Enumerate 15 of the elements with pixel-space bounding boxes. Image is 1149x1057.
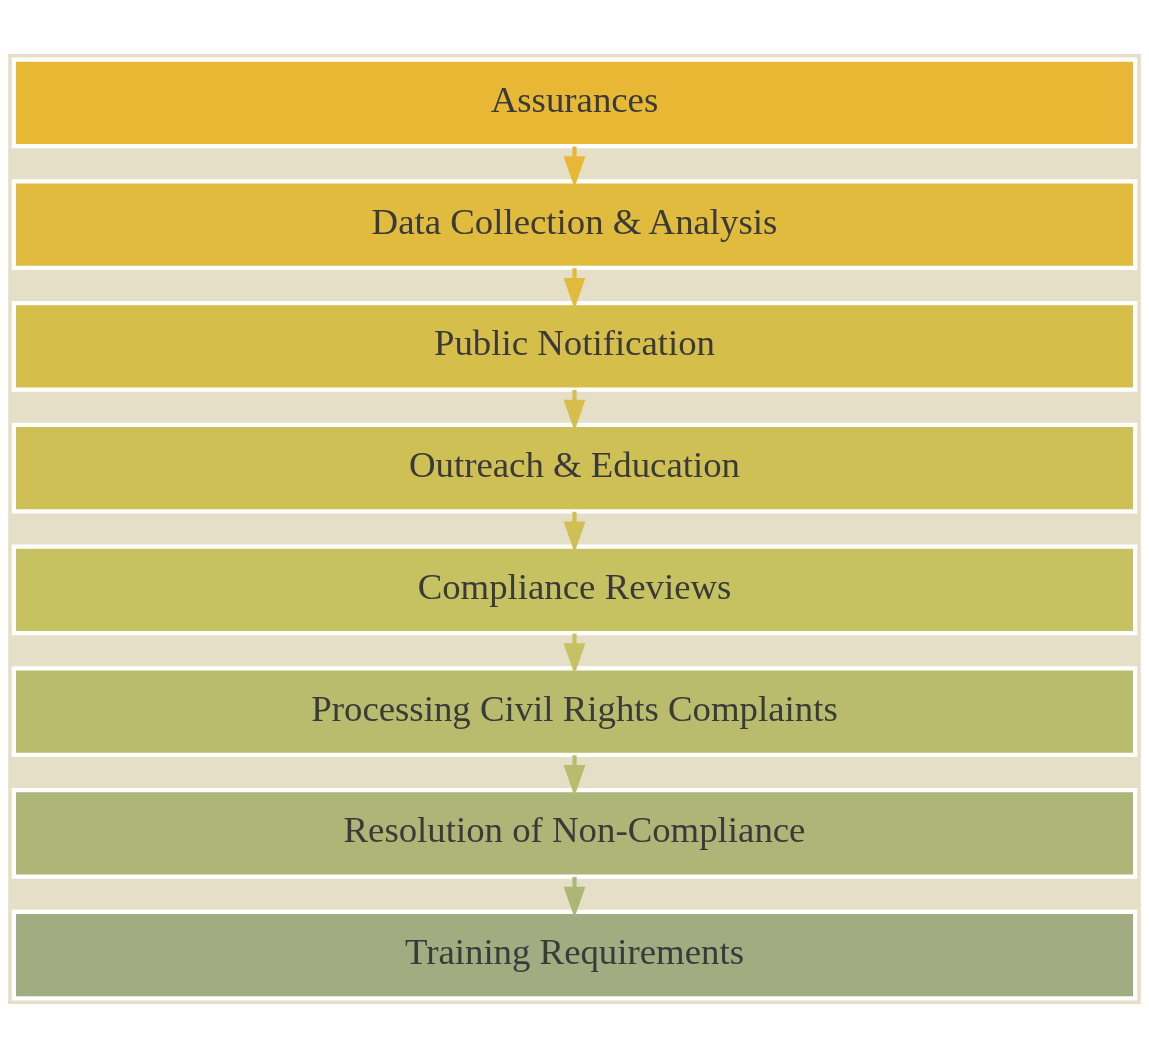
node-box: Public Notification — [11, 300, 1138, 392]
node-box: Assurances — [11, 57, 1138, 148]
node-box: Data Collection & Analysis — [11, 178, 1138, 270]
node-box: Compliance Reviews — [11, 544, 1138, 635]
arrow — [563, 267, 586, 309]
arrow — [563, 633, 586, 675]
node-box: Processing Civil Rights Complaints — [11, 665, 1138, 757]
node-box: Outreach & Education — [11, 422, 1138, 513]
node-box: Training Requirements — [11, 909, 1138, 1000]
arrow — [563, 876, 586, 918]
arrow — [563, 511, 586, 553]
arrow — [563, 389, 586, 431]
node-box: Resolution of Non-Compliance — [11, 787, 1138, 879]
arrow — [563, 754, 586, 796]
arrow — [563, 146, 586, 187]
